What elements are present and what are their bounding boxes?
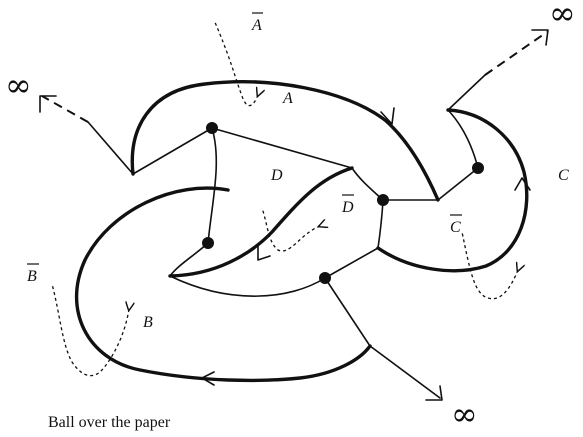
crossing-dot bbox=[202, 237, 214, 249]
label-a-bar: A bbox=[251, 17, 262, 34]
infinity-top-right: ∞ bbox=[549, 0, 576, 32]
label-a: A bbox=[282, 90, 293, 107]
direction-arrow-b bbox=[201, 371, 215, 386]
ray-to-infinity-top-right bbox=[484, 31, 548, 76]
label-d: D bbox=[270, 167, 283, 184]
dashed-path-d bbox=[261, 207, 320, 252]
crossing-dot bbox=[472, 162, 484, 174]
ray-solid-left bbox=[87, 121, 134, 175]
ray-arrow-top-right bbox=[531, 29, 549, 46]
under-arc-mid bbox=[377, 199, 384, 249]
crossing-dot bbox=[206, 122, 218, 134]
ray-arrow-left bbox=[39, 95, 57, 113]
label-c-bar: C bbox=[450, 219, 461, 236]
under-arc-mid-right bbox=[382, 167, 479, 201]
infinity-bottom: ∞ bbox=[451, 395, 478, 433]
direction-arrow-d bbox=[257, 245, 271, 261]
crossing-dot bbox=[377, 194, 389, 206]
label-b-bar: B bbox=[27, 268, 37, 285]
under-arc-lower bbox=[169, 247, 379, 297]
under-arc-d-right bbox=[351, 167, 384, 201]
label-d-bar: D bbox=[341, 199, 354, 216]
knot-strand-inner bbox=[168, 166, 354, 278]
label-c: C bbox=[558, 167, 569, 184]
caption: Ball over the paper bbox=[48, 414, 171, 431]
under-arc-d-left bbox=[207, 127, 218, 244]
knot-strand-top bbox=[130, 80, 440, 202]
knot-strand-bottom bbox=[74, 186, 372, 383]
ray-solid-top-right bbox=[447, 74, 486, 111]
under-arc-right bbox=[447, 109, 479, 169]
ray-arrow-bottom bbox=[425, 385, 443, 401]
under-arc-left bbox=[132, 127, 213, 175]
under-arc-top bbox=[211, 127, 353, 169]
direction-arrow-a bbox=[380, 107, 395, 125]
dashed-path-b bbox=[51, 283, 129, 377]
direction-arrow-c bbox=[514, 177, 531, 191]
knot-strand-right bbox=[376, 108, 529, 273]
ray-to-infinity-left bbox=[41, 95, 89, 123]
under-arc-down bbox=[324, 277, 371, 347]
infinity-left: ∞ bbox=[5, 66, 32, 104]
label-b: B bbox=[143, 314, 153, 331]
crossing-dot bbox=[319, 272, 331, 284]
ray-to-infinity-bottom bbox=[369, 345, 441, 399]
